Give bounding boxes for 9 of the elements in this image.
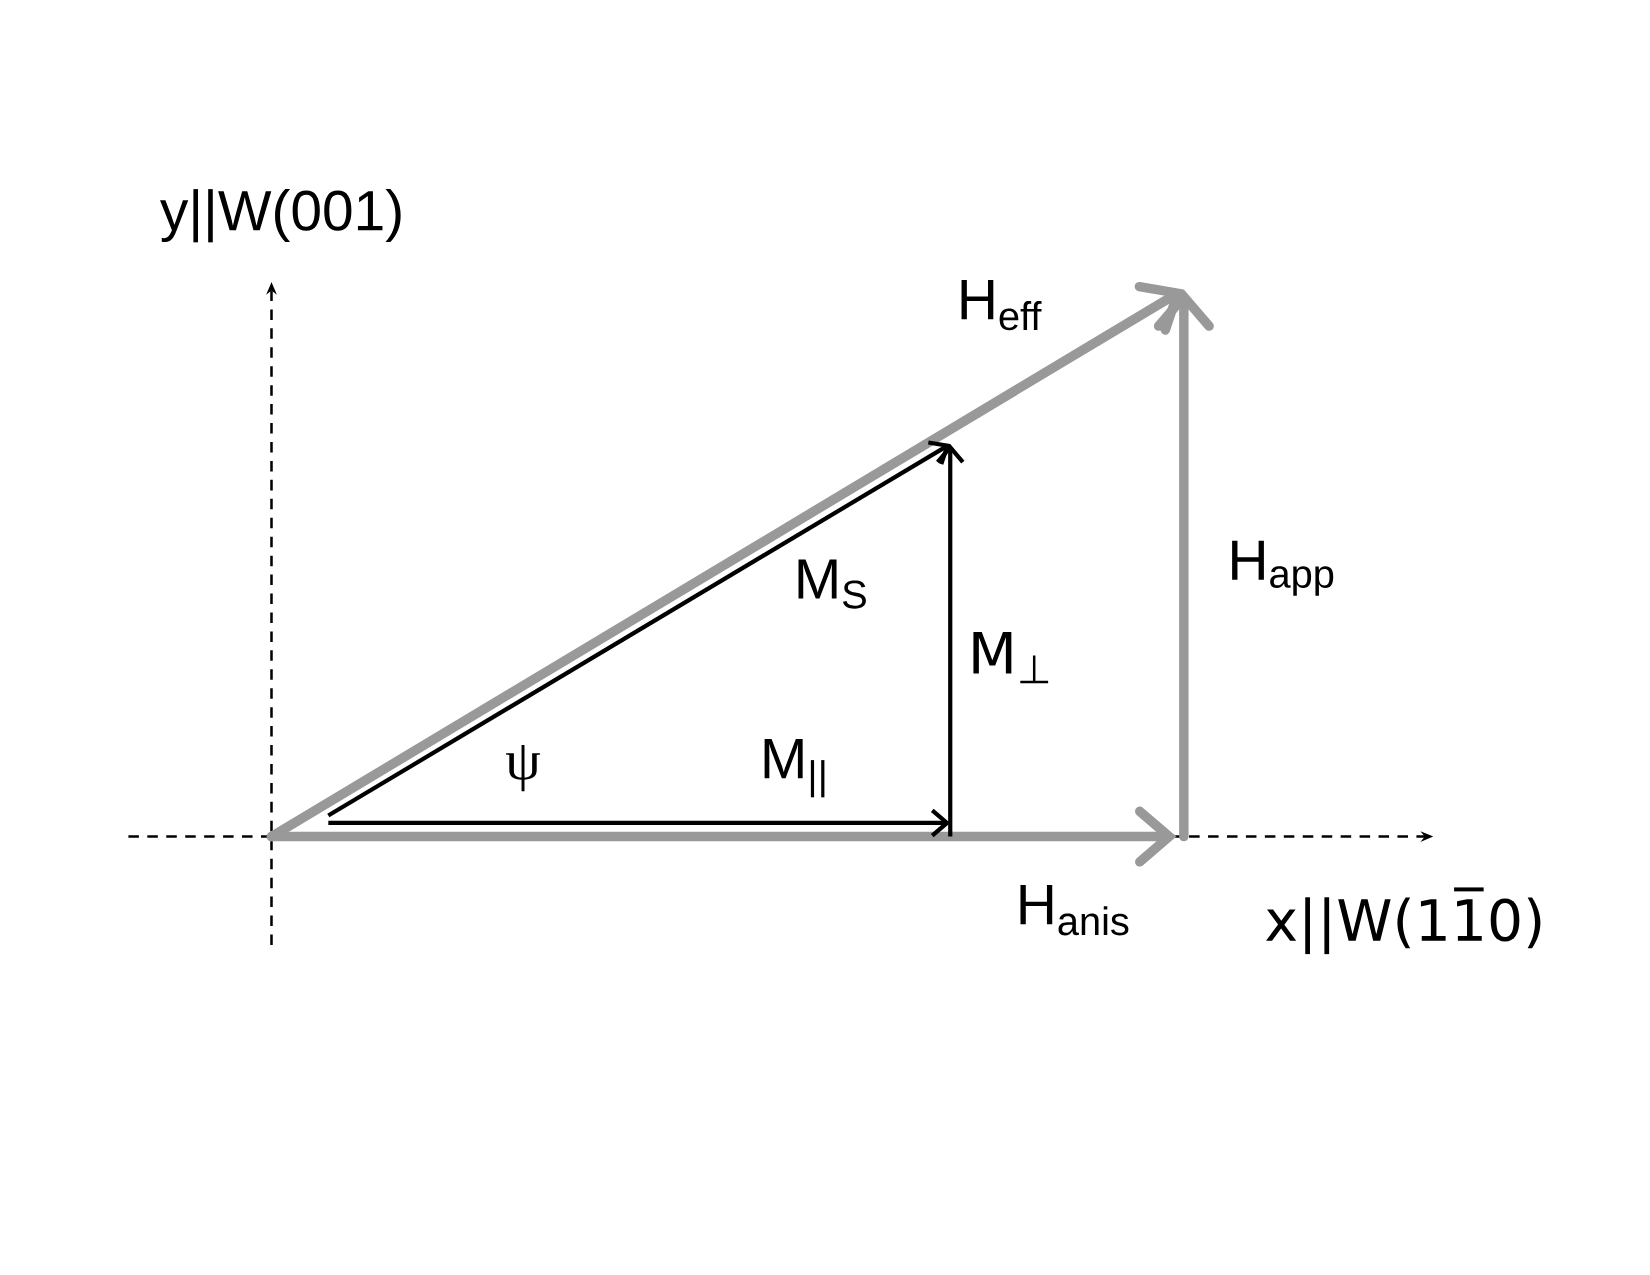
vector-label: M$_{⊥}$ [973, 631, 1049, 684]
axis-label: y||W(001) [160, 188, 401, 243]
axis-label: x||W(11̅0) [1266, 887, 1541, 954]
vector-label: H$_{app}$ [1232, 540, 1334, 596]
vector-label: M$_{S}$ [798, 559, 866, 609]
angle-label: ψ [505, 744, 541, 792]
vector-label: M$_{||}$ [764, 738, 825, 798]
vector-label: H$_{eff}$ [961, 279, 1042, 331]
vector-label: H$_{anis}$ [1020, 884, 1129, 936]
